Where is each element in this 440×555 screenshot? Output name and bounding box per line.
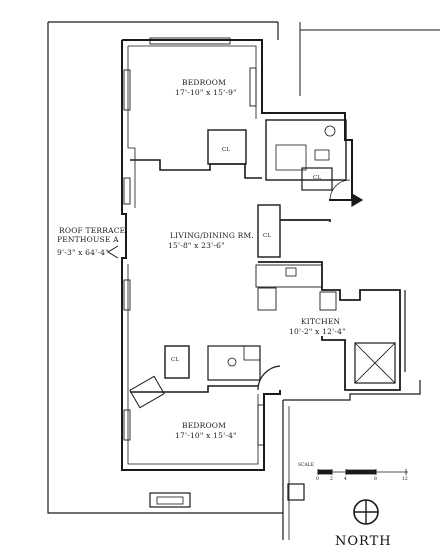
closet-top	[207, 129, 247, 165]
hall-curve	[257, 365, 281, 391]
apartment-wall	[121, 39, 353, 471]
living-name: LIVING/DINING RM.	[170, 231, 254, 240]
lower-bath	[207, 345, 261, 381]
scale-tick: 12	[402, 477, 408, 482]
living-dims: 15'-8" x 23'-6"	[168, 241, 225, 250]
terrace-box	[287, 483, 305, 501]
toilet	[324, 125, 336, 137]
bedroom-bottom-wall	[130, 385, 258, 393]
sink	[314, 149, 330, 161]
terrace-outline	[47, 21, 283, 514]
shaft	[354, 342, 396, 384]
kitchen-counter	[255, 264, 323, 288]
terrace-dims: 9'-3" x 64'-4"	[57, 248, 109, 257]
apartment-wall-inner	[127, 45, 259, 465]
terrace-line2: PENTHOUSE A	[57, 235, 119, 244]
closet-label: CL	[222, 147, 231, 153]
scale-tick: 2	[330, 477, 333, 482]
bathtub	[275, 144, 307, 171]
closet-label: CL	[263, 233, 272, 239]
bedroom-top-name: BEDROOM	[182, 78, 227, 87]
terrace-right-edge	[282, 290, 421, 540]
kitchen-dims: 10'-2" x 12'-4"	[289, 327, 346, 336]
scale-tick: 4	[344, 477, 347, 482]
closet-hall	[301, 167, 333, 191]
fridge	[319, 291, 337, 311]
entry-arrow	[351, 192, 364, 208]
kitchen-wall	[258, 219, 401, 391]
entry-door	[329, 179, 351, 201]
scale-tick: 0	[316, 477, 319, 482]
closet-lower	[164, 345, 190, 379]
terrace-door	[107, 245, 119, 259]
bedroom-top-dims: 17'-10" x 15'-9"	[175, 88, 237, 97]
closet-living	[257, 204, 281, 258]
terrace-line1: ROOF TERRACE	[59, 226, 126, 235]
scale-bar	[317, 469, 408, 475]
stove	[257, 287, 277, 311]
bedroom-top-wall	[130, 159, 262, 179]
closet-label: CL	[171, 357, 180, 363]
desk	[129, 375, 165, 409]
bedroom-bottom-dims: 17'-10" x 15'-4"	[175, 431, 237, 440]
north-label: NORTH	[335, 534, 392, 549]
kitchen-sink	[285, 267, 297, 277]
bathroom	[265, 119, 347, 181]
terrace-planter	[149, 492, 191, 508]
scale-label: SCALE	[298, 463, 315, 468]
closet-label: CL	[313, 175, 322, 181]
bedroom-bottom-name: BEDROOM	[182, 421, 227, 430]
kitchen-name: KITCHEN	[301, 317, 341, 326]
scale-tick: 8	[374, 477, 377, 482]
